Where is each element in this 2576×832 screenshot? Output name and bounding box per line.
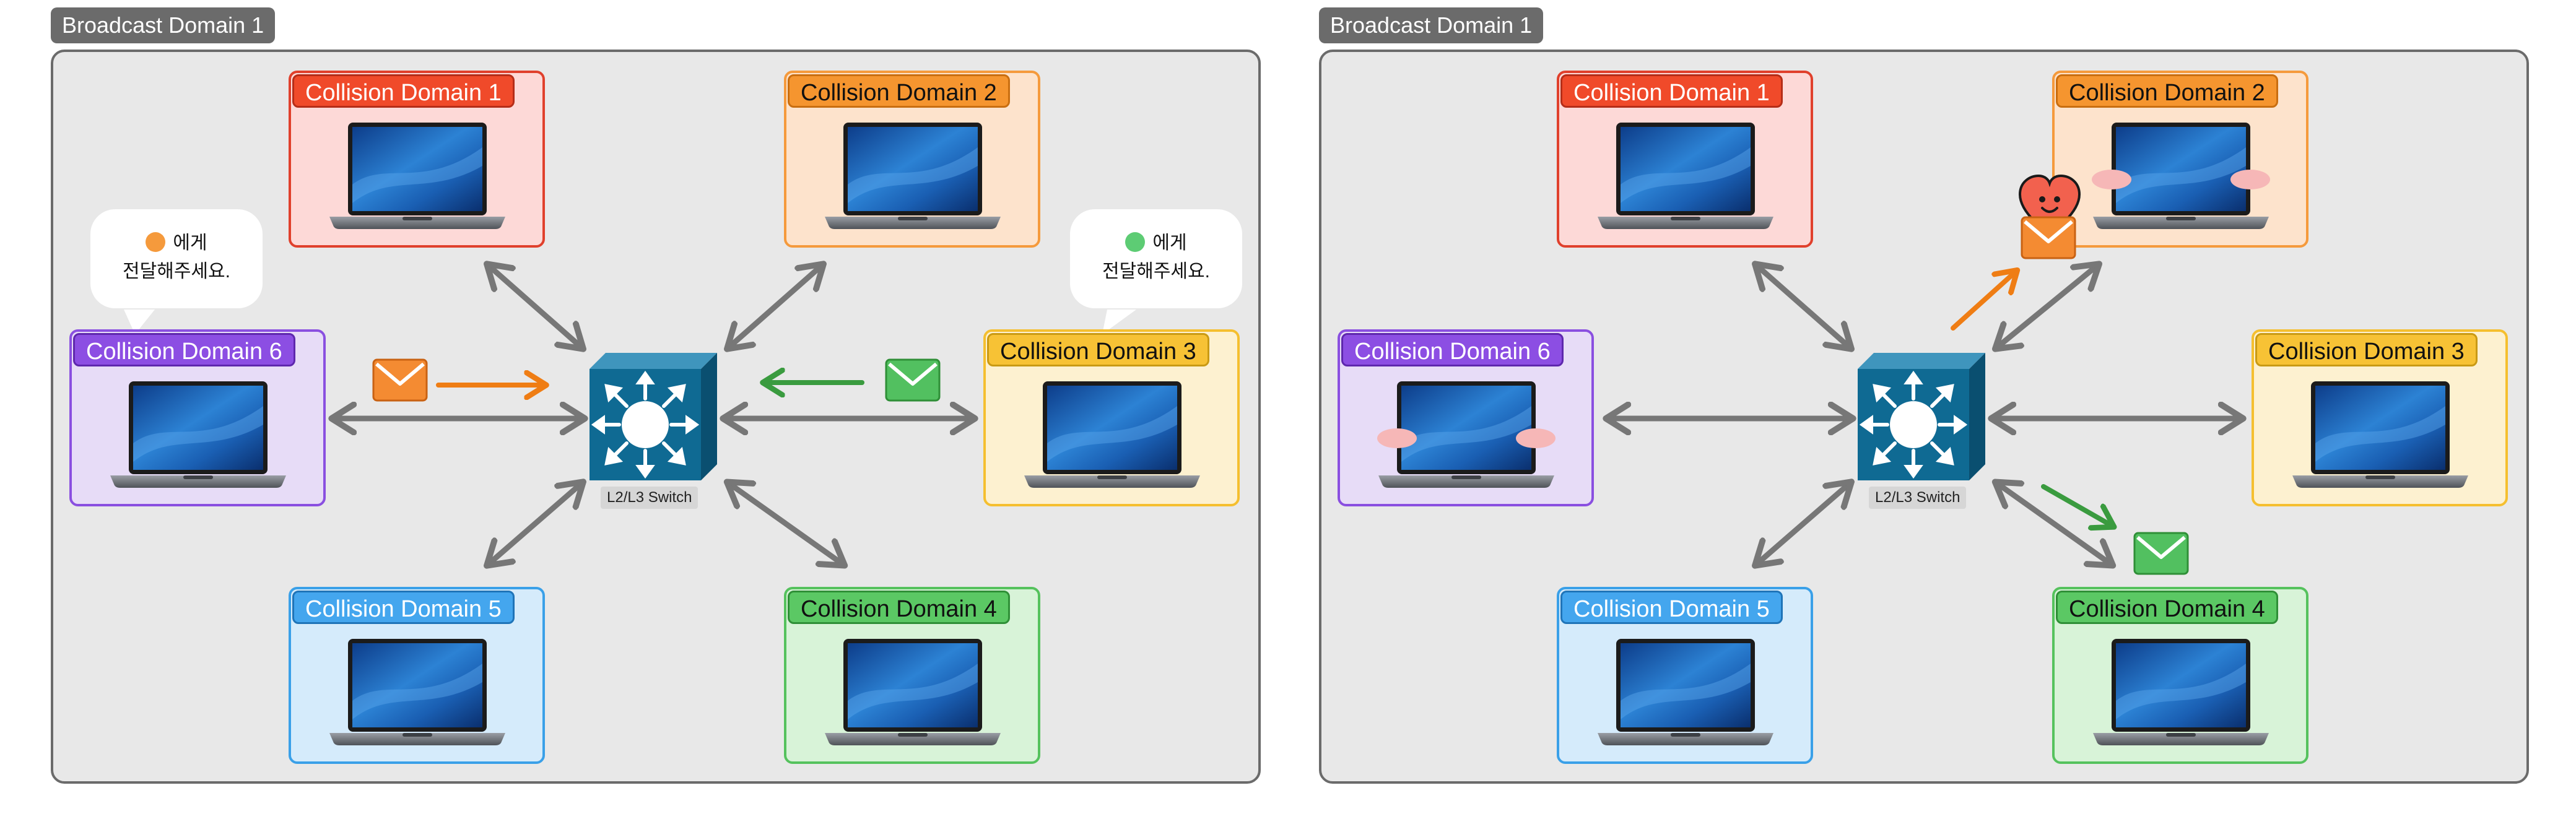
collision-domain-label: Collision Domain 4 (2056, 591, 2278, 624)
bubble-text-2: 전달해주세요. (1102, 261, 1210, 282)
green-send-arrow (2041, 484, 2113, 526)
switch-label: L2/L3 Switch (1869, 487, 1967, 509)
collision-domain-2: Collision Domain 2 (2052, 71, 2308, 248)
envelope-icon (2133, 532, 2189, 575)
collision-domain-label: Collision Domain 6 (1341, 333, 1564, 366)
switch-label: L2/L3 Switch (601, 487, 698, 509)
arrow-cd5-switch (1756, 483, 1850, 565)
arrow-cd2-switch (728, 265, 822, 348)
arrow-cd4-switch (1996, 483, 2112, 565)
collision-domain-6: Collision Domain 6 (1338, 329, 1594, 506)
arrow-cd5-switch (488, 483, 582, 565)
collision-domain-3: Collision Domain 3 (983, 329, 1240, 506)
right-panel: Broadcast Domain 1 Collision Domain 1 Co… (1268, 0, 2544, 832)
collision-domain-3: Collision Domain 3 (2252, 329, 2508, 506)
switch-icon (590, 353, 717, 480)
bubble-text-1: 에게 (1152, 233, 1187, 253)
collision-domain-label: Collision Domain 2 (2056, 74, 2278, 108)
arrow-cd1-switch (1756, 265, 1850, 348)
broadcast-domain-label: Broadcast Domain 1 (51, 7, 276, 43)
collision-domain-1: Collision Domain 1 (1557, 71, 1813, 248)
collision-domain-4: Collision Domain 4 (2052, 587, 2308, 764)
connection-arrows (1268, 174, 2544, 575)
collision-domain-label: Collision Domain 3 (987, 333, 1209, 366)
arrow-cd1-switch (488, 265, 582, 348)
switch-icon (1858, 353, 1985, 480)
collision-domain-label: Collision Domain 1 (1560, 74, 1783, 108)
collision-domain-label: Collision Domain 1 (292, 74, 515, 108)
collision-domain-1: Collision Domain 1 (289, 71, 545, 248)
collision-domain-6: Collision Domain 6 (69, 329, 326, 506)
broadcast-domain-label: Broadcast Domain 1 (1319, 7, 1544, 43)
collision-domain-label: Collision Domain 3 (2255, 333, 2478, 366)
gray-link-arrows (1608, 265, 2242, 565)
collision-domain-label: Collision Domain 5 (292, 591, 515, 624)
envelope-icon (372, 358, 428, 402)
bubble-text-1: 에게 (173, 233, 207, 253)
orange-dot-icon (146, 232, 166, 252)
envelope-icon (2021, 216, 2076, 259)
collision-domain-label: Collision Domain 4 (788, 591, 1010, 624)
bubble-tail-left (124, 310, 1136, 334)
arrow-cd4-switch (728, 483, 843, 565)
bubble-text-2: 전달해주세요. (123, 261, 230, 282)
left-panel: Broadcast Domain 1 에게 전달해주세요. 에게 전달해주세요.… (0, 0, 1276, 832)
green-dot-icon (1125, 232, 1146, 252)
speech-bubble-right: 에게 전달해주세요. (1070, 209, 1242, 308)
collision-domain-label: Collision Domain 5 (1560, 591, 1783, 624)
connection-arrows (0, 0, 1276, 832)
speech-bubble-left: 에게 전달해주세요. (90, 209, 263, 308)
collision-domain-label: Collision Domain 6 (73, 333, 295, 366)
envelope-icon (885, 358, 941, 402)
collision-domain-5: Collision Domain 5 (1557, 587, 1813, 764)
collision-domain-label: Collision Domain 2 (788, 74, 1010, 108)
gray-link-arrows (333, 265, 973, 565)
collision-domain-4: Collision Domain 4 (784, 587, 1040, 764)
collision-domain-5: Collision Domain 5 (289, 587, 545, 764)
orange-send-arrow (1951, 271, 2016, 331)
collision-domain-2: Collision Domain 2 (784, 71, 1040, 248)
blush-icon (2092, 170, 2270, 189)
arrow-cd2-switch (1996, 265, 2098, 348)
blush-icon (1377, 428, 1556, 448)
